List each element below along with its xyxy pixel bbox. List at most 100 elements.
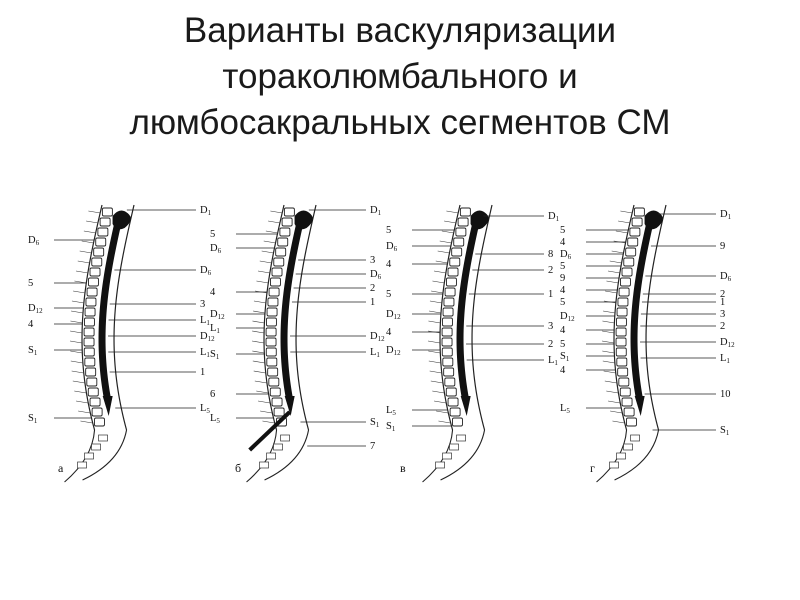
rib-line [252, 320, 265, 324]
rib-line [620, 210, 633, 214]
rib-line [428, 360, 441, 364]
left-label: D6 [28, 235, 40, 247]
left-label: 4 [560, 285, 566, 296]
left-label: S1 [28, 413, 38, 425]
rib-line [263, 240, 276, 244]
left-label: L1 [210, 323, 220, 335]
spinal-cord [456, 218, 480, 402]
rib-line [429, 300, 443, 304]
vertebra [91, 407, 103, 417]
left-label: 6 [210, 389, 215, 400]
rib-line [70, 330, 83, 334]
vertebra [617, 367, 629, 377]
right-label: 2 [370, 283, 375, 294]
rib-line [618, 220, 631, 224]
conus [102, 396, 113, 416]
left-label: S1 [28, 345, 38, 357]
vertebra [447, 397, 459, 407]
vertebra [87, 277, 99, 287]
rib-line [437, 250, 450, 254]
rib-line [253, 300, 267, 304]
vertebra [441, 347, 453, 357]
right-label: D12 [720, 337, 735, 349]
vertebra [269, 387, 281, 397]
right-label: 3 [200, 299, 205, 310]
rib-line [606, 390, 619, 394]
right-label: D6 [370, 269, 382, 281]
sacral-segment [266, 452, 276, 460]
panel-caption: б [235, 461, 241, 475]
rib-line [612, 420, 625, 424]
vertebra [83, 327, 95, 337]
right-label: 1 [370, 297, 375, 308]
rib-line [80, 420, 93, 424]
right-label: 3 [370, 255, 375, 266]
left-label: 4 [210, 287, 216, 298]
right-label: 1 [720, 297, 725, 308]
vertebra [267, 297, 279, 307]
rib-line [70, 350, 83, 354]
left-label: S1 [210, 349, 220, 361]
rib-line [265, 230, 278, 234]
rib-line [432, 280, 445, 284]
spinal-cord [98, 218, 122, 402]
vertebra [621, 397, 633, 407]
left-label: 5 [560, 261, 565, 272]
rib-line [253, 370, 266, 374]
rib-line [261, 250, 274, 254]
spine-back-contour [471, 204, 493, 431]
rib-line [270, 210, 283, 214]
rib-line [603, 310, 616, 314]
vertebra [269, 277, 281, 287]
spine-front-contour [263, 204, 285, 431]
spine-back-contour [113, 204, 135, 431]
vertebra [85, 367, 97, 377]
vertebra [619, 277, 631, 287]
vertebra [617, 297, 629, 307]
vertebra [444, 287, 456, 297]
vertebra [268, 377, 280, 387]
rib-line [441, 230, 454, 234]
sacral-segment [98, 434, 108, 442]
sacral-segment [609, 461, 619, 469]
right-label: L5 [200, 403, 210, 415]
vertebra [86, 377, 98, 387]
rib-line [602, 350, 615, 354]
vertebra [459, 207, 471, 217]
vertebra [451, 247, 463, 257]
left-label: 4 [560, 237, 566, 248]
sacral-segment [77, 461, 87, 469]
rib-line [436, 410, 449, 414]
panel-caption: в [400, 461, 406, 475]
rib-line [81, 240, 94, 244]
right-label: D6 [720, 271, 732, 283]
rib-line [259, 260, 272, 264]
conus [634, 396, 645, 416]
left-label: D6 [386, 241, 398, 253]
vertebra [265, 337, 277, 347]
left-label: 5 [560, 297, 565, 308]
vertebra [453, 237, 465, 247]
rib-line [611, 250, 624, 254]
rib-line [252, 330, 265, 334]
right-label: 2 [720, 289, 725, 300]
vertebra [631, 217, 643, 227]
rib-line [86, 220, 99, 224]
right-label: 2 [548, 265, 553, 276]
vertebra [271, 397, 283, 407]
vertebra [266, 307, 278, 317]
rib-line [430, 380, 443, 384]
left-label: D12 [210, 309, 225, 321]
vertebra [452, 417, 463, 427]
vertebra [618, 287, 630, 297]
spinal-cord [630, 218, 654, 402]
right-label: D1 [720, 209, 732, 221]
right-label: 1 [200, 367, 205, 378]
rib-line [262, 420, 275, 424]
vertebra [441, 337, 453, 347]
spine-front-contour [613, 204, 635, 431]
vertebra [268, 287, 280, 297]
vertebra [627, 237, 639, 247]
vertebra [623, 407, 635, 417]
right-label: 2 [548, 339, 553, 350]
